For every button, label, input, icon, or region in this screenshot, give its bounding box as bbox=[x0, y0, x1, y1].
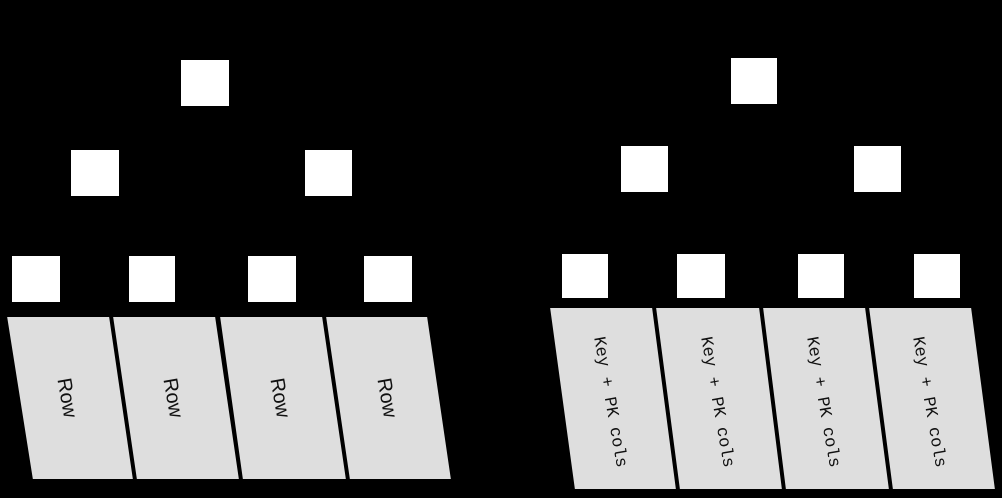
left-root-node bbox=[181, 60, 229, 106]
left-leaf-page-2: Row bbox=[110, 315, 242, 481]
right-leaf-node-4 bbox=[914, 254, 960, 298]
right-leaf-node-2 bbox=[677, 254, 725, 298]
left-leaf-page-1: Row bbox=[4, 315, 136, 481]
right-root-node bbox=[731, 58, 777, 104]
left-tree: Row Row Row Row bbox=[4, 60, 454, 481]
left-leaf-page-3: Row bbox=[217, 315, 349, 481]
left-leaf-node-2 bbox=[129, 256, 175, 302]
left-inner-node-1 bbox=[71, 150, 119, 196]
right-leaf-node-3 bbox=[798, 254, 844, 298]
left-leaf-page-4: Row bbox=[323, 315, 454, 481]
right-leaf-page-1: Key + PK cols bbox=[547, 306, 679, 491]
left-leaf-node-3 bbox=[248, 256, 296, 302]
right-leaf-page-2: Key + PK cols bbox=[653, 306, 785, 491]
right-leaf-page-4: Key + PK cols bbox=[866, 306, 998, 491]
right-inner-node-1 bbox=[621, 146, 668, 192]
right-tree: Key + PK cols Key + PK cols Key + PK col… bbox=[547, 58, 998, 491]
left-inner-node-2 bbox=[305, 150, 352, 196]
right-leaf-node-1 bbox=[562, 254, 608, 298]
right-leaf-page-3: Key + PK cols bbox=[760, 306, 892, 491]
right-inner-node-2 bbox=[854, 146, 901, 192]
left-leaf-node-1 bbox=[12, 256, 60, 302]
left-leaf-node-4 bbox=[364, 256, 412, 302]
